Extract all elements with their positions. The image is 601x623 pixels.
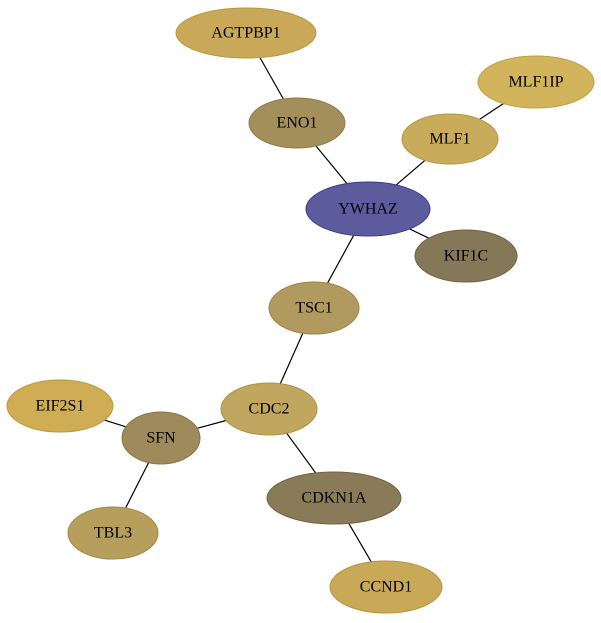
node-eif2s1[interactable]: EIF2S1 [6, 379, 114, 433]
node-label: MLF1IP [508, 74, 563, 91]
edge-mlf1-ywhaz [395, 159, 426, 186]
node-label: CDKN1A [302, 490, 367, 507]
node-mlf1[interactable]: MLF1 [401, 113, 499, 165]
edge-eno1-ywhaz [315, 145, 348, 184]
edge-sfn-tbl3 [125, 462, 150, 509]
node-label: YWHAZ [338, 201, 398, 218]
node-shape[interactable] [329, 560, 443, 614]
node-label: MLF1 [430, 131, 471, 148]
node-tsc1[interactable]: TSC1 [268, 281, 360, 335]
node-shape[interactable] [305, 181, 431, 237]
edge-ywhaz-tsc1 [326, 235, 355, 284]
node-label: SFN [146, 430, 176, 447]
node-ywhaz[interactable]: YWHAZ [305, 181, 431, 237]
edge-mlf1ip-mlf1 [479, 103, 504, 120]
edge-tsc1-cdc2 [279, 332, 304, 384]
node-shape[interactable] [477, 55, 595, 109]
node-label: CDC2 [249, 401, 290, 418]
node-cdc2[interactable]: CDC2 [220, 382, 318, 436]
node-shape[interactable] [175, 7, 317, 59]
node-agtpbp1[interactable]: AGTPBP1 [175, 7, 317, 59]
node-shape[interactable] [220, 382, 318, 436]
node-shape[interactable] [248, 97, 346, 149]
node-shape[interactable] [67, 506, 159, 560]
edges-layer [104, 57, 504, 563]
node-label: EIF2S1 [36, 398, 85, 415]
node-shape[interactable] [6, 379, 114, 433]
node-label: TBL3 [94, 525, 132, 542]
node-shape[interactable] [266, 471, 402, 525]
node-shape[interactable] [401, 113, 499, 165]
edge-cdkn1a-ccnd1 [348, 523, 372, 563]
node-eno1[interactable]: ENO1 [248, 97, 346, 149]
node-shape[interactable] [121, 411, 201, 465]
edge-eif2s1-sfn [104, 419, 126, 428]
edge-ywhaz-kif1c [409, 228, 430, 239]
node-cdkn1a[interactable]: CDKN1A [266, 471, 402, 525]
node-label: CCND1 [360, 579, 412, 596]
node-sfn[interactable]: SFN [121, 411, 201, 465]
node-mlf1ip[interactable]: MLF1IP [477, 55, 595, 109]
node-kif1c[interactable]: KIF1C [414, 229, 518, 283]
edge-cdc2-cdkn1a [286, 432, 317, 474]
node-shape[interactable] [414, 229, 518, 283]
node-label: TSC1 [295, 300, 332, 317]
node-tbl3[interactable]: TBL3 [67, 506, 159, 560]
edge-agtpbp1-eno1 [259, 57, 284, 100]
node-label: AGTPBP1 [211, 25, 280, 42]
node-ccnd1[interactable]: CCND1 [329, 560, 443, 614]
node-label: KIF1C [444, 248, 488, 265]
node-shape[interactable] [268, 281, 360, 335]
node-label: ENO1 [277, 115, 318, 132]
edge-cdc2-sfn [197, 419, 227, 429]
